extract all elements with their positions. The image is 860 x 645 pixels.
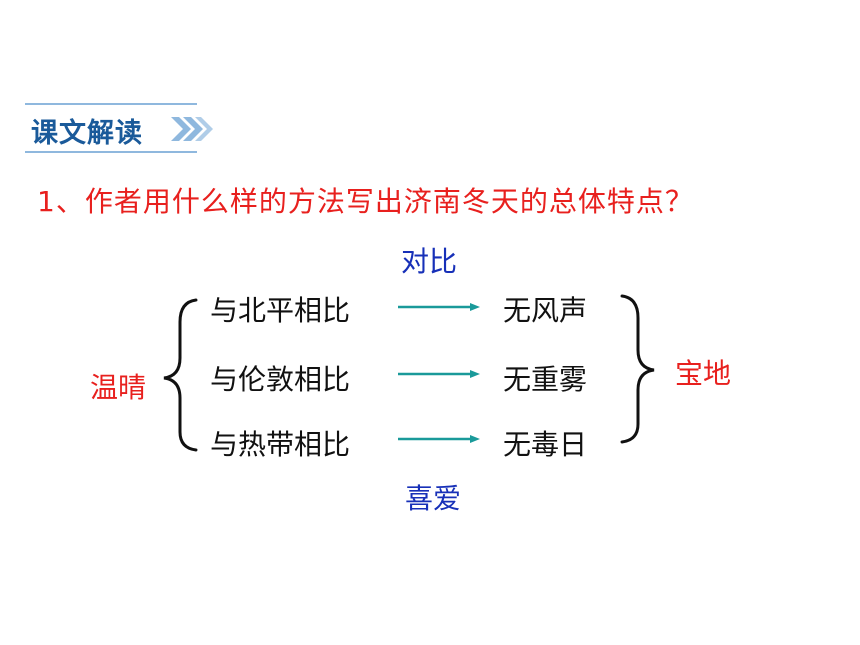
section-title: 课文解读 [31,118,143,149]
top-label: 对比 [401,245,458,278]
arrow-row-1 [398,303,480,311]
left-label: 温晴 [90,371,147,404]
arrow-row-2 [398,370,480,378]
result-no-wind: 无风声 [503,294,588,327]
question-text: 1、作者用什么样的方法写出济南冬天的总体特点？ [37,185,694,218]
comparison-tropics: 与热带相比 [210,428,351,461]
comparison-london: 与伦敦相比 [210,363,351,396]
bottom-label: 喜爱 [405,482,462,515]
right-brace [620,294,655,444]
result-no-fog: 无重雾 [503,363,588,396]
right-label: 宝地 [675,357,732,390]
section-tag-bottom-rule [25,151,197,153]
section-tag: 课文解读 [25,103,213,153]
comparison-beiping: 与北平相比 [210,294,351,327]
double-chevron-right-icon [171,117,213,141]
section-tag-top-rule [25,103,197,105]
left-brace [163,298,198,452]
arrow-row-3 [398,435,480,443]
result-no-harsh-sun: 无毒日 [503,428,588,461]
